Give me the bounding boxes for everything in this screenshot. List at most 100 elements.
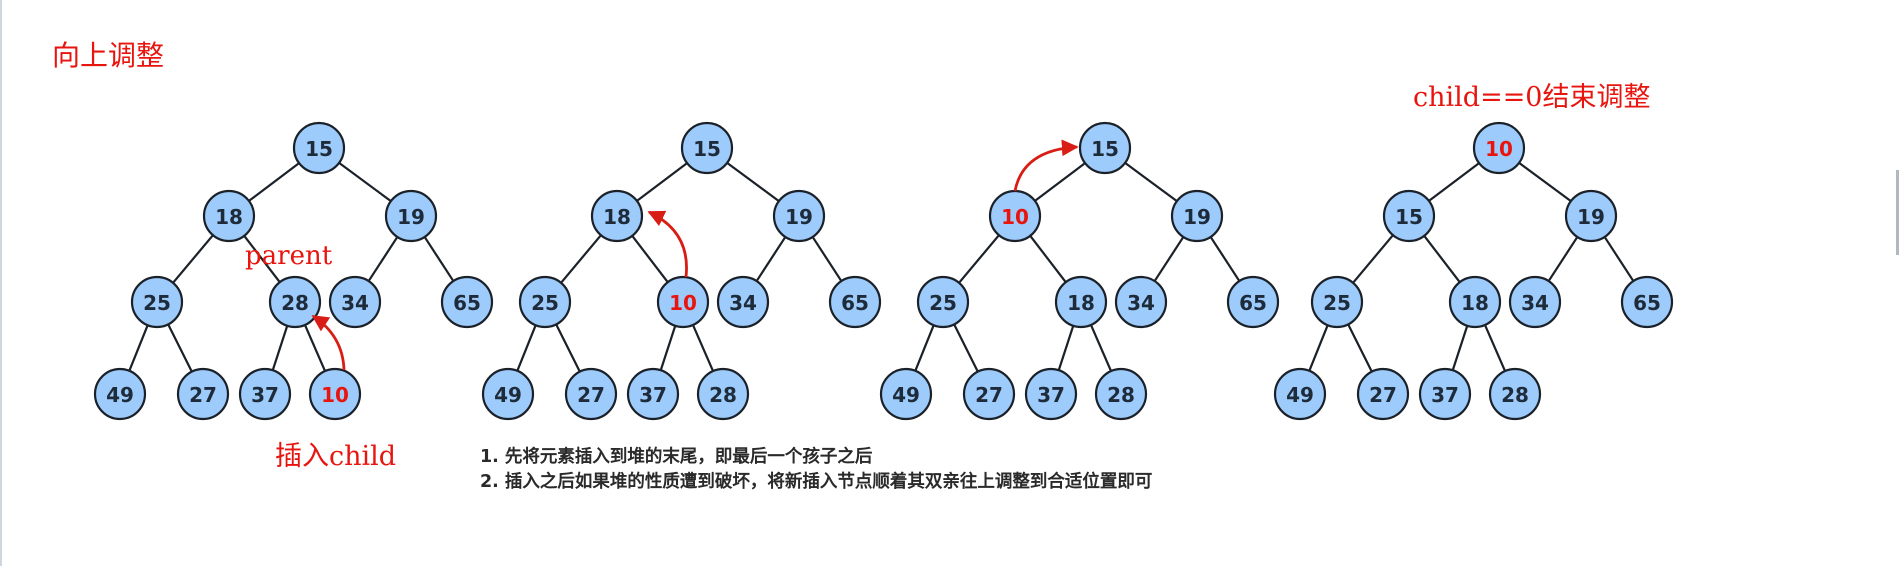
left-frame-border	[0, 0, 2, 566]
tree-edge	[1451, 325, 1469, 371]
parent-label: parent	[245, 241, 333, 271]
tree-node	[176, 367, 230, 421]
tree-edge	[659, 325, 677, 371]
tree-edge	[248, 162, 300, 202]
tree-node	[130, 275, 184, 329]
node-value: 37	[639, 383, 667, 407]
tree-edge	[367, 236, 399, 282]
tree-node	[292, 121, 346, 175]
node-value: 15	[1395, 205, 1423, 229]
tree-node	[1472, 121, 1526, 175]
swap-arrow	[311, 314, 346, 371]
node-value: 25	[929, 291, 957, 315]
tree-node	[1054, 275, 1108, 329]
node-value: 28	[1107, 383, 1135, 407]
tree-node	[590, 189, 644, 243]
node-value: 10	[669, 291, 697, 315]
tree-edge	[555, 323, 581, 373]
tree-edge	[1423, 235, 1461, 283]
tree-edge	[516, 324, 537, 372]
note-line-2: 2. 插入之后如果堆的性质遭到破坏，将新插入节点顺着其双亲往上调整到合适位置即可	[480, 472, 1153, 492]
node-value: 37	[1037, 383, 1065, 407]
node-value: 19	[397, 205, 425, 229]
node-value: 34	[729, 291, 757, 315]
node-value: 65	[841, 291, 869, 315]
tree-node	[656, 275, 710, 329]
tree-node	[879, 367, 933, 421]
tree-edge	[914, 324, 935, 372]
tree-node	[1448, 275, 1502, 329]
tree-edge	[1347, 323, 1373, 373]
tree-edge	[1124, 161, 1178, 203]
tree-node	[238, 367, 292, 421]
node-value: 37	[1431, 383, 1459, 407]
tree-edge	[691, 324, 715, 372]
tree-node	[680, 121, 734, 175]
tree-node	[1418, 367, 1472, 421]
tree-edge	[1209, 236, 1241, 282]
tree-edge	[303, 324, 327, 372]
notes-block: 1. 先将元素插入到堆的末尾，即最后一个孩子之后 2. 插入之后如果堆的性质遭到…	[480, 445, 1152, 495]
note-line-1: 1. 先将元素插入到堆的末尾，即最后一个孩子之后	[480, 447, 873, 467]
tree-node	[1078, 121, 1132, 175]
tree-node	[916, 275, 970, 329]
node-value: 49	[106, 383, 134, 407]
tree-node	[1310, 275, 1364, 329]
node-value: 10	[1001, 205, 1029, 229]
node-value: 34	[341, 291, 369, 315]
tree-node	[481, 367, 535, 421]
tree-edge	[167, 323, 193, 373]
node-value: 49	[494, 383, 522, 407]
tree-node	[696, 367, 750, 421]
swap-arrow	[647, 210, 688, 278]
tree-edge	[726, 161, 780, 203]
node-value: 15	[305, 137, 333, 161]
node-value: 19	[1577, 205, 1605, 229]
node-value: 27	[1369, 383, 1397, 407]
tree-node	[202, 189, 256, 243]
tree-node	[1620, 275, 1674, 329]
node-value: 34	[1521, 291, 1549, 315]
node-value: 65	[1633, 291, 1661, 315]
tree-edge	[1057, 325, 1075, 371]
tree-node	[1564, 189, 1618, 243]
tree-edge	[1029, 235, 1067, 283]
tree-node	[772, 189, 826, 243]
tree-node	[268, 275, 322, 329]
tree-node	[626, 367, 680, 421]
tree-node	[518, 275, 572, 329]
node-value: 10	[1485, 137, 1513, 161]
tree-edge	[811, 236, 843, 282]
tree-node	[1382, 189, 1436, 243]
end-condition-label: child==0结束调整	[1413, 82, 1651, 113]
tree-edge	[1603, 236, 1635, 282]
node-value: 28	[709, 383, 737, 407]
tree-edge	[631, 235, 669, 283]
tree-node	[1114, 275, 1168, 329]
node-value: 27	[577, 383, 605, 407]
tree-edge	[338, 161, 392, 203]
tree-edge	[1428, 162, 1480, 202]
tree-node	[93, 367, 147, 421]
swap-arrow	[1013, 139, 1079, 192]
tree-edge	[755, 236, 787, 282]
tree-node	[1226, 275, 1280, 329]
tree-node	[1024, 367, 1078, 421]
node-value: 25	[531, 291, 559, 315]
tree-edge	[271, 325, 289, 371]
tree-edge	[1308, 324, 1329, 372]
node-value: 15	[1091, 137, 1119, 161]
tree-node	[1094, 367, 1148, 421]
node-value: 19	[785, 205, 813, 229]
node-value: 27	[189, 383, 217, 407]
tree-node	[328, 275, 382, 329]
tree-edge	[1352, 234, 1394, 284]
tree-node	[1488, 367, 1542, 421]
tree-edge	[1547, 236, 1579, 282]
node-value: 49	[1286, 383, 1314, 407]
tree-edge	[636, 162, 688, 202]
tree-node	[1356, 367, 1410, 421]
